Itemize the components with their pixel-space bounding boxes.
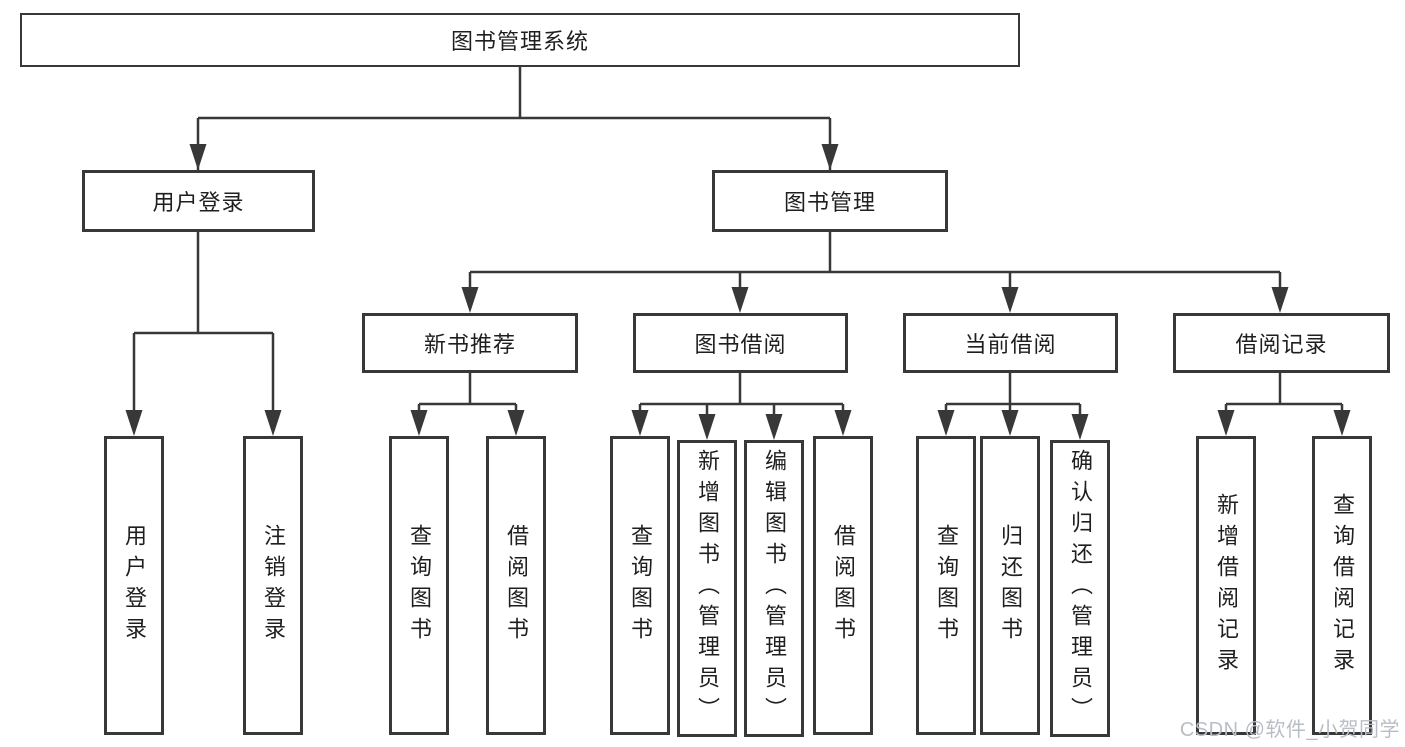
arrow-down-icon xyxy=(507,410,525,436)
leaf-add-borrow-record: 新增借阅记录 xyxy=(1196,436,1256,735)
node-label: 确认归还（管理员） xyxy=(1068,449,1093,728)
arrow-down-icon xyxy=(1217,410,1235,436)
arrow-down-icon xyxy=(1333,410,1351,436)
arrow-down-icon xyxy=(821,144,839,170)
arrow-down-icon xyxy=(410,410,428,436)
node-current-borrowing: 当前借阅 xyxy=(903,313,1118,373)
arrow-down-icon xyxy=(937,410,955,436)
arrowheads xyxy=(125,144,1351,440)
node-label: 新增图书（管理员） xyxy=(695,449,720,728)
leaf-user-login: 用户登录 xyxy=(104,436,164,735)
leaf-borrow-book-recommend: 借阅图书 xyxy=(486,436,546,735)
node-label: 新增借阅记录 xyxy=(1214,492,1239,679)
arrow-down-icon xyxy=(698,414,716,440)
node-label: 查询图书 xyxy=(934,523,959,648)
node-library-management-system: 图书管理系统 xyxy=(20,13,1020,67)
arrow-down-icon xyxy=(125,410,143,436)
csdn-watermark: CSDN @软件_小贺同学 xyxy=(1179,719,1400,741)
leaf-query-book-borrowing: 查询图书 xyxy=(610,436,670,735)
node-label: 借阅图书 xyxy=(831,523,856,648)
arrow-down-icon xyxy=(731,287,749,313)
arrow-down-icon xyxy=(765,414,783,440)
node-label: 注销登录 xyxy=(261,523,286,648)
node-label: 借阅图书 xyxy=(504,523,529,648)
node-label: 查询借阅记录 xyxy=(1330,492,1355,679)
leaf-edit-book-admin: 编辑图书（管理员） xyxy=(744,440,804,737)
node-borrowing-records: 借阅记录 xyxy=(1173,313,1390,373)
node-label: 图书管理 xyxy=(783,190,876,215)
arrow-down-icon xyxy=(631,410,649,436)
leaf-query-book-current: 查询图书 xyxy=(916,436,976,735)
leaf-borrow-book-borrowing: 借阅图书 xyxy=(813,436,873,735)
node-label: 查询图书 xyxy=(628,523,653,648)
leaf-return-book: 归还图书 xyxy=(980,436,1040,735)
leaf-query-book-recommend: 查询图书 xyxy=(389,436,449,735)
arrow-down-icon xyxy=(1001,410,1019,436)
node-user-login: 用户登录 xyxy=(82,170,315,232)
node-book-borrowing: 图书借阅 xyxy=(633,313,848,373)
leaf-confirm-return-admin: 确认归还（管理员） xyxy=(1050,440,1110,737)
leaf-query-borrow-record: 查询借阅记录 xyxy=(1312,436,1372,735)
arrow-down-icon xyxy=(1001,287,1019,313)
node-new-book-recommend: 新书推荐 xyxy=(362,313,578,373)
node-label: 用户登录 xyxy=(152,190,245,215)
node-label: 查询图书 xyxy=(407,523,432,648)
node-label: 借阅记录 xyxy=(1235,332,1328,357)
node-label: 编辑图书（管理员） xyxy=(762,449,787,728)
leaf-logout: 注销登录 xyxy=(243,436,303,735)
node-label: 图书管理系统 xyxy=(450,29,589,54)
node-label: 图书借阅 xyxy=(694,332,787,357)
leaf-add-book-admin: 新增图书（管理员） xyxy=(677,440,737,737)
node-label: 新书推荐 xyxy=(423,332,516,357)
arrow-down-icon xyxy=(1071,414,1089,440)
node-label: 用户登录 xyxy=(122,523,147,648)
connector-segments xyxy=(132,66,1344,434)
arrow-down-icon xyxy=(834,410,852,436)
arrow-down-icon xyxy=(264,410,282,436)
node-book-management: 图书管理 xyxy=(712,170,948,232)
arrow-down-icon xyxy=(461,287,479,313)
arrow-down-icon xyxy=(1271,287,1289,313)
node-label: 当前借阅 xyxy=(964,332,1057,357)
node-label: 归还图书 xyxy=(998,523,1023,648)
arrow-down-icon xyxy=(189,144,207,170)
